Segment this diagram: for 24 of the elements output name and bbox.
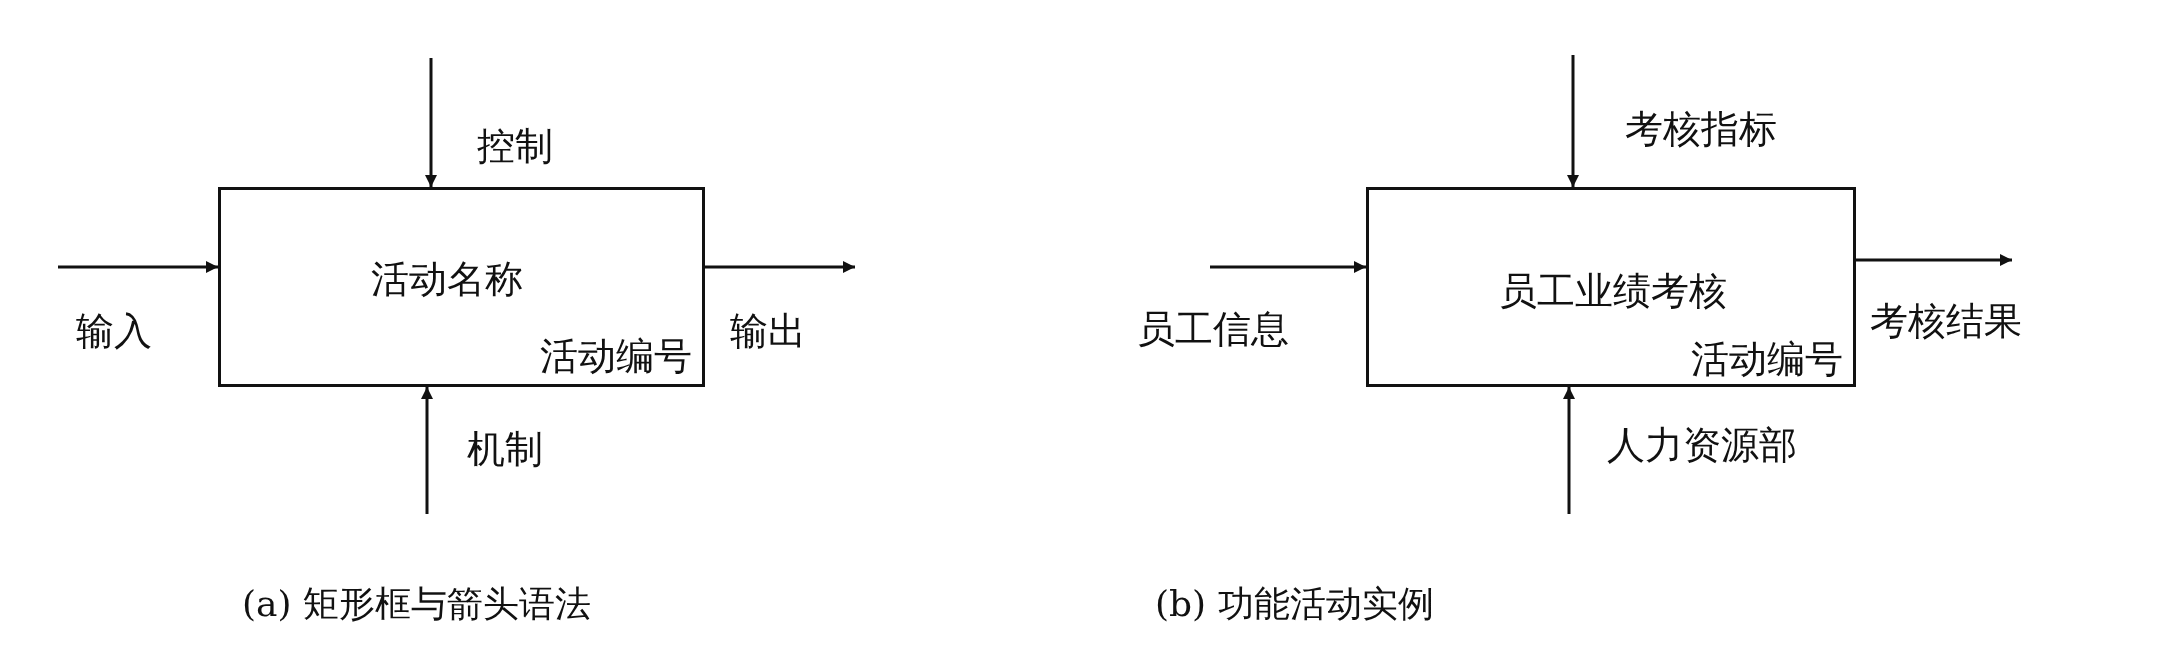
activity-name: 员工业绩考核 xyxy=(1499,272,1727,310)
edge-label: 机制 xyxy=(467,430,543,468)
edge-label: 员工信息 xyxy=(1137,310,1289,348)
figure-caption: (b) 功能活动实例 xyxy=(1155,586,1434,622)
arrow xyxy=(58,261,218,273)
edge-label: 考核指标 xyxy=(1625,110,1777,148)
activity-name: 活动名称 xyxy=(371,260,523,298)
arrow xyxy=(1567,55,1579,187)
edge-label: 输入 xyxy=(76,312,152,350)
arrow xyxy=(421,387,433,514)
activity-number: 活动编号 xyxy=(540,337,692,375)
edge-label: 输出 xyxy=(730,312,806,350)
arrow xyxy=(1210,261,1366,273)
activity-box xyxy=(218,187,705,387)
edge-label: 人力资源部 xyxy=(1607,426,1797,464)
figure-caption: (a) 矩形框与箭头语法 xyxy=(242,586,591,622)
activity-number: 活动编号 xyxy=(1691,340,1843,378)
edge-label: 考核结果 xyxy=(1870,302,2022,340)
arrow xyxy=(1856,254,2012,266)
arrow xyxy=(425,58,437,187)
activity-box xyxy=(1366,187,1856,387)
arrow xyxy=(705,261,855,273)
arrow xyxy=(1563,387,1575,514)
edge-label: 控制 xyxy=(477,127,553,165)
